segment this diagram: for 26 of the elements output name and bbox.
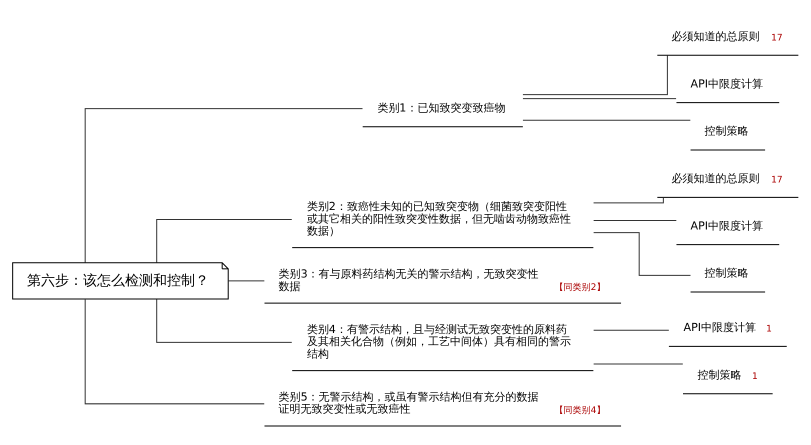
connector: [594, 197, 664, 204]
node-text: 类别1：已知致突变致癌物: [377, 102, 506, 114]
connector: [594, 364, 683, 365]
node-text: API中限度计算 1: [684, 321, 772, 334]
node-text: API中限度计算: [690, 219, 764, 232]
connector: [156, 218, 292, 262]
node-text: 控制策略: [704, 124, 749, 138]
node-text: 类别2：致癌性未知的已知致突变物（细菌致突变阳性或其它相关的阳性致突变性数据，但无啮齿动物致癌性数据）: [306, 200, 571, 238]
connector: [522, 55, 668, 96]
node-text: 必须知道的总原则 17: [671, 172, 783, 186]
connector: [228, 280, 264, 282]
node-text: 类别3：有与原料药结构无关的警示结构，无致突变性数据 【同类别2】: [278, 268, 606, 294]
connector: [594, 220, 676, 221]
node-text: 类别4：有警示结构，且与经测试无致突变性的原料药及其相关化合物（例如，工艺中间体）具有相同的警示结构: [306, 323, 571, 360]
connector: [594, 330, 669, 331]
connector: [594, 232, 690, 276]
node-text: 类别5：无警示结构，或虽有警示结构但有充分的数据证明无致突变性或无致癌性 【同类别4】: [278, 390, 606, 416]
connector: [522, 120, 690, 121]
connector: [156, 299, 292, 343]
node-text: 控制策略 1: [698, 368, 758, 382]
connector: [84, 299, 264, 404]
node-text: 控制策略: [704, 266, 749, 280]
node-text: API中限度计算: [690, 77, 764, 90]
node-text: 必须知道的总原则 17: [671, 30, 783, 44]
connector: [522, 98, 676, 100]
connector: [84, 108, 363, 262]
